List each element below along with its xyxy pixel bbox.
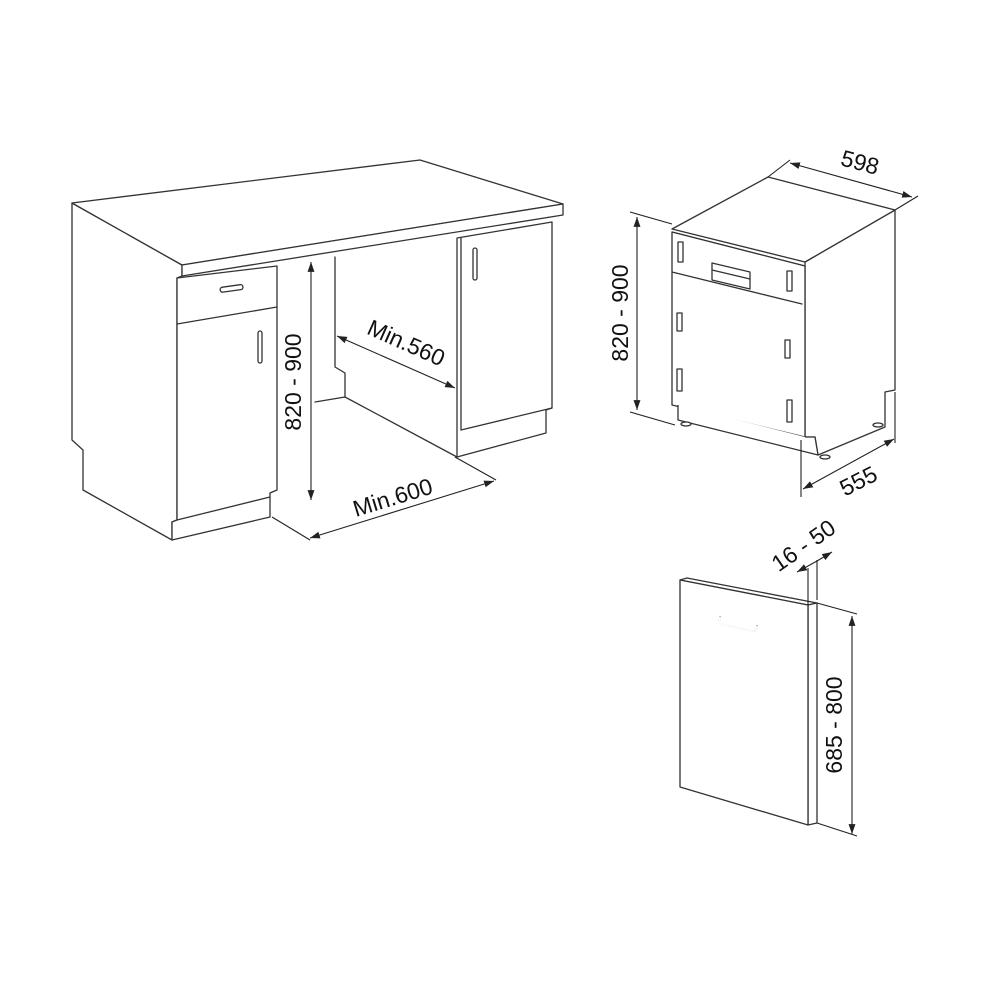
door-handle-icon (257, 330, 263, 364)
left-cabinet-front (171, 265, 278, 541)
niche-depth-label: Min.560 (364, 314, 449, 371)
appliance-depth-label: 555 (835, 461, 881, 502)
niche-width-arrow (309, 480, 495, 539)
niche-width-label: Min.600 (350, 473, 436, 522)
niche-height-label: 820 - 900 (280, 333, 306, 430)
right-door-handle-icon (472, 247, 478, 281)
drawer-handle-icon (219, 284, 244, 293)
appliance-depth-arrow (802, 438, 895, 490)
display-icon (711, 262, 751, 290)
right-cabinet (456, 221, 553, 458)
niche-depth-arrow (336, 335, 456, 389)
drawer-line (176, 306, 278, 325)
dishwasher-front (671, 231, 806, 438)
appliance-height-label: 820 - 900 (607, 264, 633, 361)
panel-height-label: 685 - 800 (821, 676, 847, 773)
appliance-width-label: 598 (838, 145, 882, 180)
door-panel-front (679, 579, 809, 826)
dishwasher (671, 176, 896, 460)
kitchen-cabinet (71, 159, 564, 541)
door-panel (679, 577, 818, 826)
panel-thickness-label: 16 - 50 (767, 514, 841, 576)
control-panel-line (671, 271, 803, 305)
appliance-width-arrow (789, 162, 913, 198)
slot-icons (676, 241, 793, 423)
